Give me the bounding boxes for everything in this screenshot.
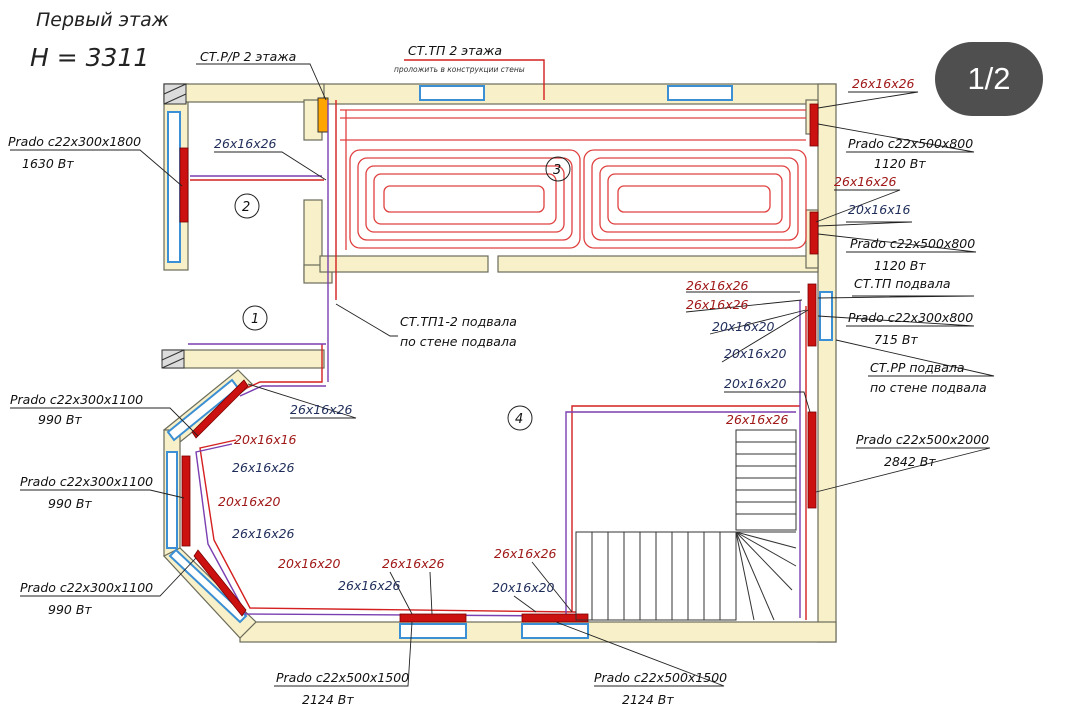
radiators — [179, 103, 819, 623]
radiator-5-power: 2842 Вт — [884, 454, 936, 469]
pipe-label: 20x16x20 — [492, 580, 555, 595]
radiator-4 — [807, 283, 817, 347]
radiator-10-model: Prado c22x500x1500 — [594, 670, 727, 685]
pipe-label: 20x16x16 — [848, 202, 911, 217]
radiator-3-model: Prado c22x500x800 — [850, 236, 975, 251]
radiator-2-model: Prado c22x500x800 — [848, 136, 973, 151]
radiator-9-power: 2124 Вт — [302, 692, 354, 707]
radiator-5 — [807, 411, 817, 509]
room-1-number: 1 — [251, 312, 259, 327]
pipe-label: 26x16x26 — [290, 402, 353, 417]
pipe-label: 26x16x26 — [232, 460, 295, 475]
radiator-8-power: 990 Вт — [48, 602, 92, 617]
radiator-1-model: Prado c22x300x1800 — [8, 134, 141, 149]
radiator-9 — [399, 613, 467, 623]
radiator-8 — [193, 549, 247, 617]
radiator-3-power: 1120 Вт — [874, 258, 926, 273]
pipe-label: 26x16x26 — [852, 76, 915, 91]
leader-lines — [10, 63, 995, 687]
wall-hatches — [161, 83, 329, 369]
page-indicator-badge: 1/2 — [935, 42, 1043, 116]
radiator-5-model: Prado c22x500x2000 — [856, 432, 989, 447]
pipe-label: 26x16x26 — [494, 546, 557, 561]
floor-title: Первый этаж — [36, 9, 169, 31]
riser-tp-2-label: СТ.ТП 2 этажа — [408, 43, 502, 58]
pipe-label: 26x16x26 — [686, 297, 749, 312]
radiator-7 — [181, 455, 191, 547]
pipe-label: 20x16x20 — [278, 556, 341, 571]
riser-rr-2-label: СТ.Р/Р 2 этажа — [200, 49, 296, 64]
radiator-2-power: 1120 Вт — [874, 156, 926, 171]
room-markers — [234, 156, 571, 431]
pipe-label: 20x16x20 — [712, 319, 775, 334]
radiator-4-power: 715 Вт — [874, 332, 918, 347]
radiator-10-power: 2124 Вт — [622, 692, 674, 707]
floor-heating-loops — [340, 109, 807, 250]
room-3-number: 3 — [553, 163, 561, 178]
room-1-circle — [242, 305, 268, 331]
riser-tp12-note: по стене подвала — [400, 334, 517, 349]
radiator-3 — [809, 211, 819, 255]
room-4-circle — [507, 405, 533, 431]
pipe-label: 26x16x26 — [382, 556, 445, 571]
radiator-9-model: Prado c22x500x1500 — [276, 670, 409, 685]
room-2-number: 2 — [242, 200, 250, 215]
radiator-10 — [521, 613, 589, 623]
radiator-6-model: Prado c22x300x1100 — [10, 392, 143, 407]
riser-tp-basement-label: СТ.ТП подвала — [854, 276, 950, 291]
room-2-circle — [234, 193, 260, 219]
pipe-label: 20x16x20 — [724, 376, 787, 391]
radiator-7-model: Prado c22x300x1100 — [20, 474, 153, 489]
radiator-6 — [191, 379, 249, 439]
room-4-number: 4 — [515, 412, 523, 427]
riser-rr-basement-label: СТ.РР подвала — [870, 360, 965, 375]
riser-tp12-label: СТ.ТП1-2 подвала — [400, 314, 517, 329]
stairs — [575, 429, 797, 621]
pipe-label: 26x16x26 — [726, 412, 789, 427]
pipe-label: 26x16x26 — [834, 174, 897, 189]
radiator-8-model: Prado c22x300x1100 — [20, 580, 153, 595]
pipe-label: 26x16x26 — [232, 526, 295, 541]
supply-pipes — [190, 59, 807, 620]
room-3-circle — [545, 156, 571, 182]
radiator-2 — [809, 103, 819, 147]
return-pipes — [188, 100, 801, 618]
riser-rr-basement-note: по стене подвала — [870, 380, 987, 395]
radiator-6-power: 990 Вт — [38, 412, 82, 427]
pipe-label: 26x16x26 — [214, 136, 277, 151]
riser-tp-2-note: проложить в конструкции стены — [394, 65, 525, 74]
height-label: H = 3311 — [30, 43, 149, 72]
pipe-label: 26x16x26 — [338, 578, 401, 593]
pipe-label: 20x16x20 — [218, 494, 281, 509]
pipe-label: 20x16x16 — [234, 432, 297, 447]
radiator-1 — [179, 147, 189, 223]
pipe-label: 26x16x26 — [686, 278, 749, 293]
radiator-7-power: 990 Вт — [48, 496, 92, 511]
radiator-4-model: Prado c22x300x800 — [848, 310, 973, 325]
radiator-1-power: 1630 Вт — [22, 156, 74, 171]
pipe-label: 20x16x20 — [724, 346, 787, 361]
